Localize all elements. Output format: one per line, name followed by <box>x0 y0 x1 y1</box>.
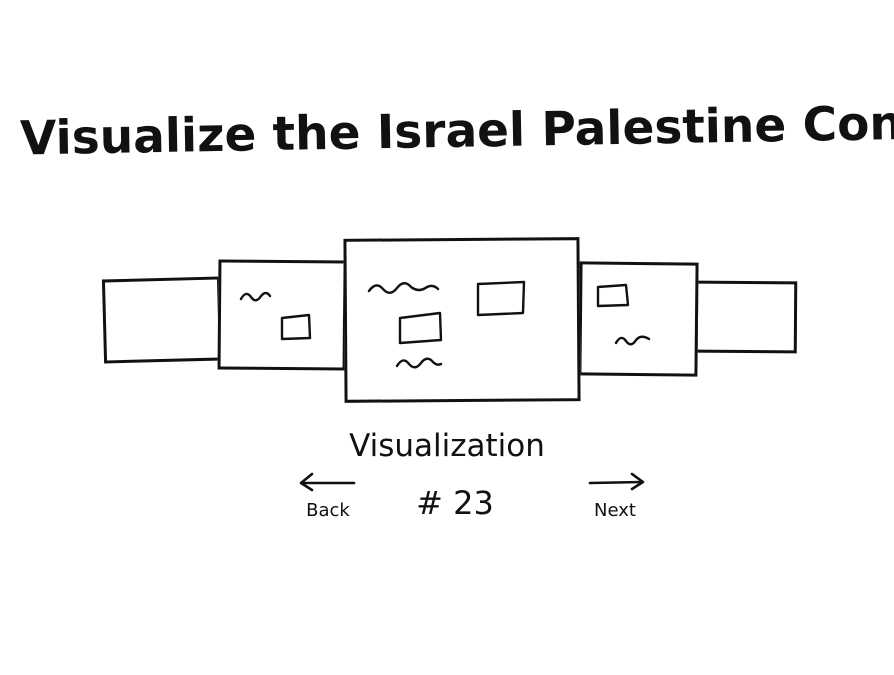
carousel-card-far-left[interactable] <box>101 276 223 364</box>
visualization-caption: Visualization <box>349 428 545 464</box>
next-label: Next <box>594 500 636 521</box>
back-button[interactable]: Back <box>296 466 360 526</box>
arrow-right-icon <box>588 472 645 491</box>
carousel-card-near-left[interactable] <box>217 259 347 371</box>
carousel-card-near-right[interactable] <box>578 261 699 377</box>
carousel-card-center[interactable] <box>343 237 581 403</box>
next-button[interactable]: Next <box>582 466 648 526</box>
back-label: Back <box>306 500 350 521</box>
carousel-card-far-right[interactable] <box>694 280 798 354</box>
arrow-left-icon <box>299 472 356 492</box>
visualization-counter: # 23 <box>416 484 494 522</box>
